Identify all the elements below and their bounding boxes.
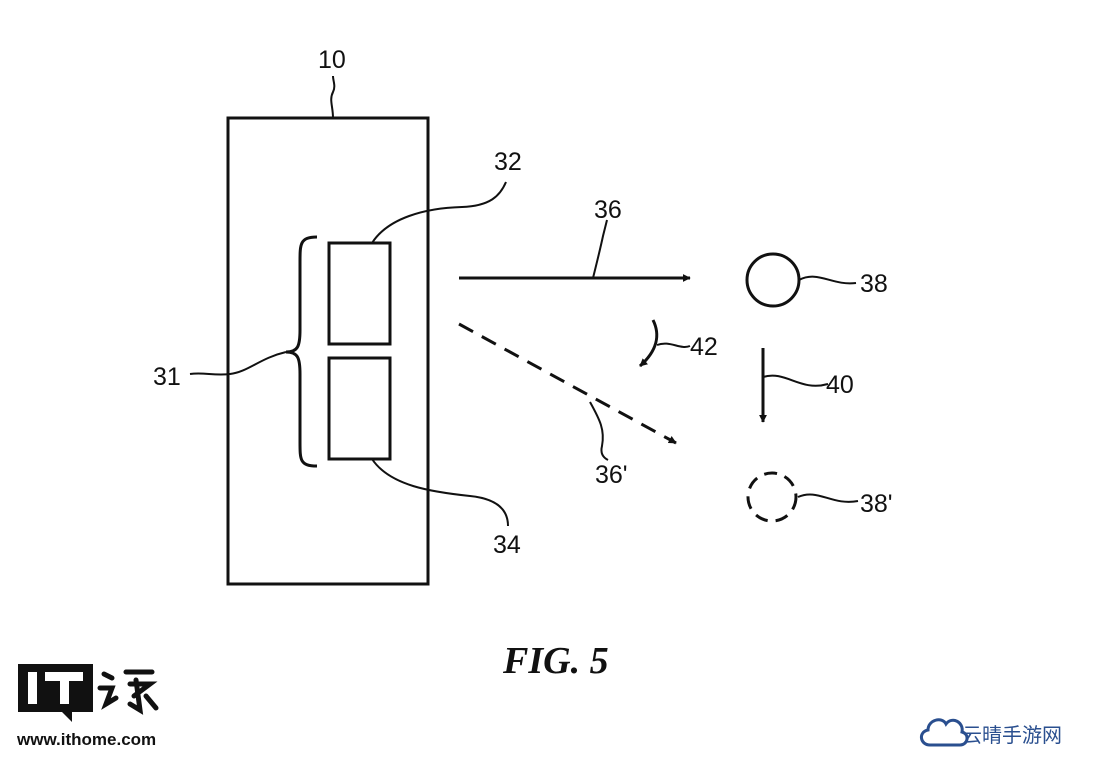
object-label: 38 xyxy=(860,270,888,298)
deflected-beam-leader xyxy=(589,401,609,461)
moved-object-leader xyxy=(797,493,859,503)
deflected-beam-arrow xyxy=(458,322,677,445)
upper-element-label: 32 xyxy=(494,148,522,176)
moved-object-circle xyxy=(746,471,798,523)
group-leader xyxy=(189,351,287,376)
group-brace xyxy=(285,235,318,468)
motion-leader xyxy=(762,374,829,387)
beam-leader xyxy=(592,219,608,279)
right-watermark-text: 云晴手游网 xyxy=(962,723,1062,747)
lower-element-label: 34 xyxy=(493,531,521,559)
device-leader xyxy=(330,75,336,119)
motion-label: 40 xyxy=(826,371,854,399)
cloud-icon xyxy=(920,718,969,747)
upper-element-leader xyxy=(371,181,507,244)
upper-element xyxy=(327,241,392,346)
beam-label: 36 xyxy=(594,196,622,224)
ithome-url: www.ithome.com xyxy=(16,730,156,749)
rotation-arrow xyxy=(638,319,659,368)
object-circle xyxy=(745,252,801,308)
device-label: 10 xyxy=(318,46,346,74)
figure-caption: FIG. 5 xyxy=(502,640,609,682)
deflected-beam-label: 36' xyxy=(595,461,628,489)
ithome-logo xyxy=(18,664,159,722)
device-box xyxy=(226,116,430,586)
rotation-leader xyxy=(656,342,691,348)
rotation-label: 42 xyxy=(690,333,718,361)
lower-element-leader xyxy=(371,458,509,527)
group-label: 31 xyxy=(153,363,181,391)
object-leader xyxy=(798,275,857,285)
moved-object-label: 38' xyxy=(860,490,893,518)
lower-element xyxy=(327,356,392,461)
